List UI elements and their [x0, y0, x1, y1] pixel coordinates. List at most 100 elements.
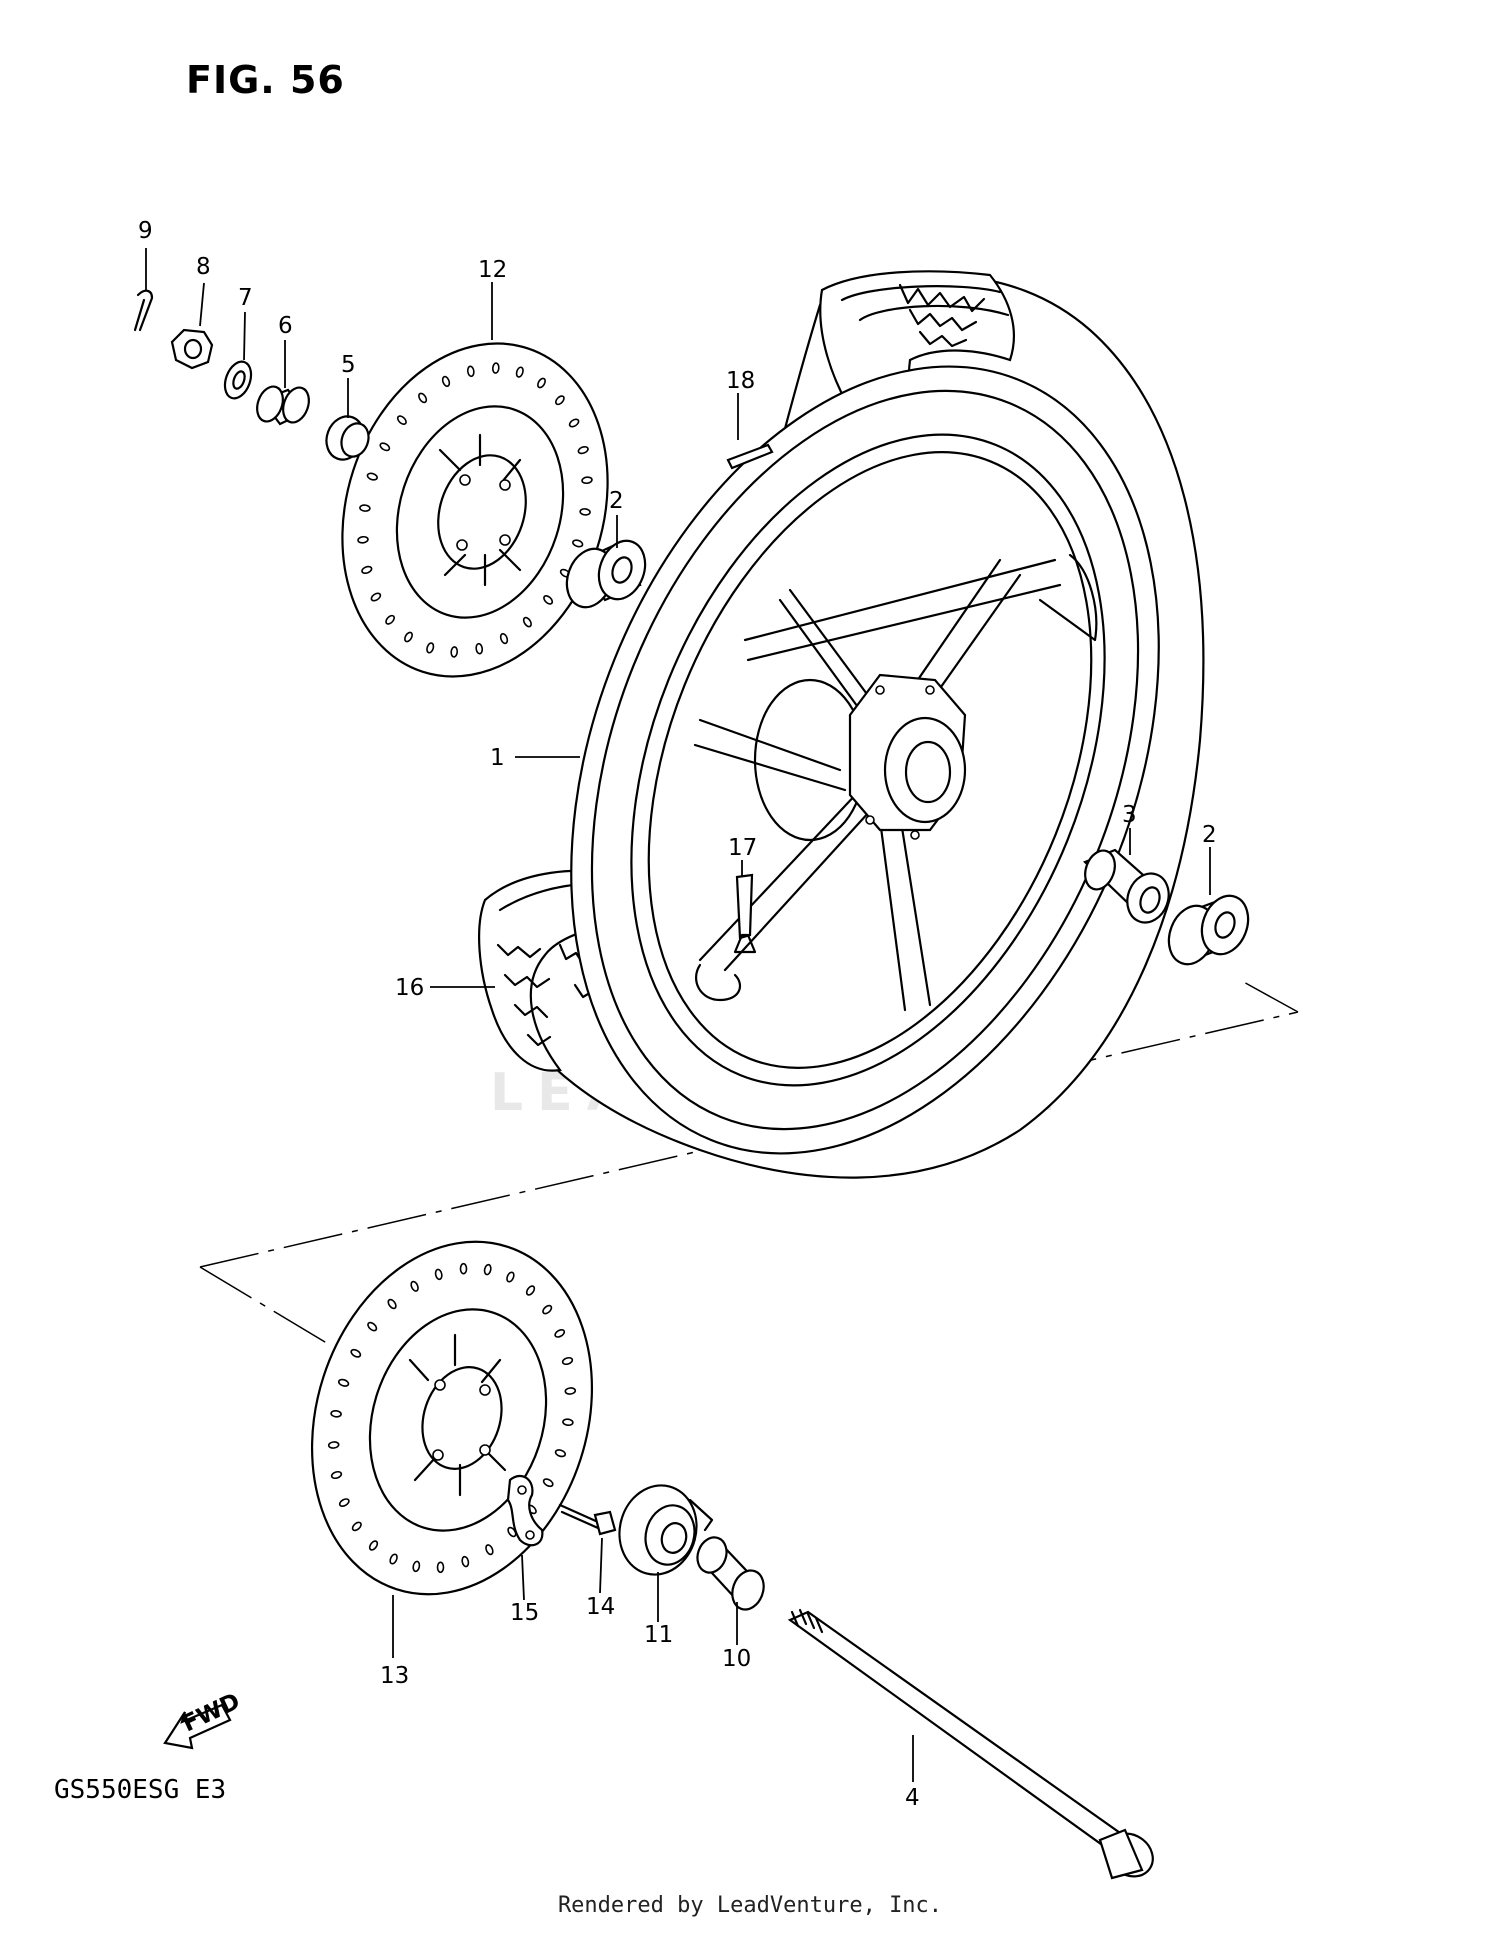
vent-hole — [537, 377, 546, 389]
vent-hole — [561, 1356, 574, 1366]
vent-hole — [351, 1521, 362, 1532]
vent-hole — [525, 1285, 536, 1296]
vent-hole — [562, 1418, 574, 1427]
vent-hole — [459, 1262, 468, 1275]
callout-label: 2 — [609, 488, 624, 514]
vent-hole — [338, 1498, 350, 1508]
washer[interactable] — [220, 358, 256, 402]
callout-label: 11 — [644, 1622, 673, 1648]
axle-nut[interactable] — [170, 328, 214, 370]
vent-hole — [466, 365, 475, 378]
callout-label: 1 — [490, 745, 505, 771]
vent-hole — [543, 595, 554, 605]
vent-hole — [368, 1540, 379, 1551]
vent-hole — [366, 472, 378, 481]
bearing-left[interactable] — [559, 534, 653, 613]
vent-hole — [436, 1561, 445, 1574]
vent-hole — [367, 1321, 378, 1332]
vent-hole — [568, 418, 580, 428]
vent-hole — [522, 616, 532, 628]
vent-hole — [499, 633, 509, 645]
balance-weight[interactable] — [726, 443, 774, 470]
callout-label: 17 — [728, 835, 757, 861]
callout-label: 16 — [395, 975, 424, 1001]
disc-bolt[interactable] — [558, 1503, 617, 1536]
callout-label: 3 — [1122, 802, 1137, 828]
vent-hole — [330, 1409, 342, 1418]
vent-hole — [483, 1263, 492, 1276]
vent-hole — [461, 1555, 470, 1568]
vent-hole — [475, 642, 484, 655]
lock-washer[interactable] — [506, 1474, 544, 1547]
vent-hole — [412, 1560, 421, 1573]
callout-label: 13 — [380, 1663, 409, 1689]
fwd-arrow: FWD — [163, 1688, 245, 1750]
vent-hole — [577, 445, 589, 455]
vent-hole — [370, 592, 382, 602]
speedometer-gearbox[interactable] — [610, 1477, 714, 1584]
vent-hole — [389, 1553, 398, 1565]
vent-hole — [491, 362, 500, 374]
vent-hole — [542, 1478, 554, 1488]
fwd-label: FWD — [179, 1688, 245, 1737]
callout-label: 14 — [586, 1594, 615, 1620]
vent-hole — [379, 442, 391, 452]
brake-disc-upper[interactable] — [301, 309, 650, 711]
callout-label: 15 — [510, 1600, 539, 1626]
vent-hole — [572, 539, 584, 548]
callout-label: 10 — [722, 1646, 751, 1672]
vent-hole — [507, 1526, 517, 1538]
vent-hole — [441, 375, 451, 387]
callout-label: 8 — [196, 254, 211, 280]
vent-hole — [485, 1544, 494, 1556]
vent-hole — [450, 646, 459, 658]
vent-hole — [418, 392, 428, 404]
cotter-pin[interactable] — [133, 289, 154, 332]
callout-label: 5 — [341, 352, 356, 378]
callout-label: 2 — [1202, 822, 1217, 848]
front-axle[interactable] — [787, 1608, 1161, 1885]
vent-hole — [396, 415, 407, 425]
vent-hole — [506, 1271, 515, 1283]
vent-hole — [581, 476, 593, 485]
vent-hole — [359, 504, 371, 512]
vent-hole — [350, 1348, 362, 1358]
callout-label: 4 — [905, 1785, 920, 1811]
figure-title: FIG. 56 — [186, 58, 345, 102]
vent-hole — [426, 642, 435, 654]
vent-hole — [434, 1268, 443, 1281]
vent-hole — [330, 1470, 343, 1480]
callout-labels: 9 8 7 6 5 12 18 2 1 17 3 2 16 15 14 11 1… — [138, 218, 1217, 1811]
callout-label: 9 — [138, 218, 153, 244]
vent-hole — [555, 395, 565, 406]
valve-stem[interactable] — [733, 873, 757, 954]
spacer-right[interactable] — [693, 1533, 769, 1614]
vent-hole — [579, 508, 591, 516]
spacer[interactable] — [253, 383, 314, 426]
vent-hole — [554, 1449, 567, 1458]
brake-disc-lower[interactable] — [268, 1205, 636, 1631]
callout-label: 12 — [478, 257, 507, 283]
bearing-right[interactable] — [1161, 889, 1256, 970]
callout-label: 7 — [238, 285, 253, 311]
vent-hole — [410, 1280, 419, 1292]
vent-hole — [554, 1328, 566, 1338]
vent-hole — [337, 1378, 350, 1387]
vent-hole — [515, 366, 524, 378]
vent-hole — [387, 1298, 397, 1310]
wheel-spacer[interactable] — [1080, 846, 1175, 928]
wheel[interactable] — [461, 279, 1269, 1242]
vent-hole — [385, 614, 395, 625]
model-code: GS550ESG E3 — [54, 1775, 227, 1805]
callout-label: 6 — [278, 313, 293, 339]
vent-hole — [542, 1304, 553, 1315]
callout-label: 18 — [726, 368, 755, 394]
footer-credit: Rendered by LeadVenture, Inc. — [557, 1893, 943, 1918]
callout-lines — [145, 248, 1211, 1782]
vent-hole — [361, 565, 373, 575]
vent-hole — [404, 631, 413, 643]
vent-hole — [357, 535, 369, 544]
vent-hole — [327, 1441, 340, 1449]
collar[interactable] — [321, 411, 373, 465]
